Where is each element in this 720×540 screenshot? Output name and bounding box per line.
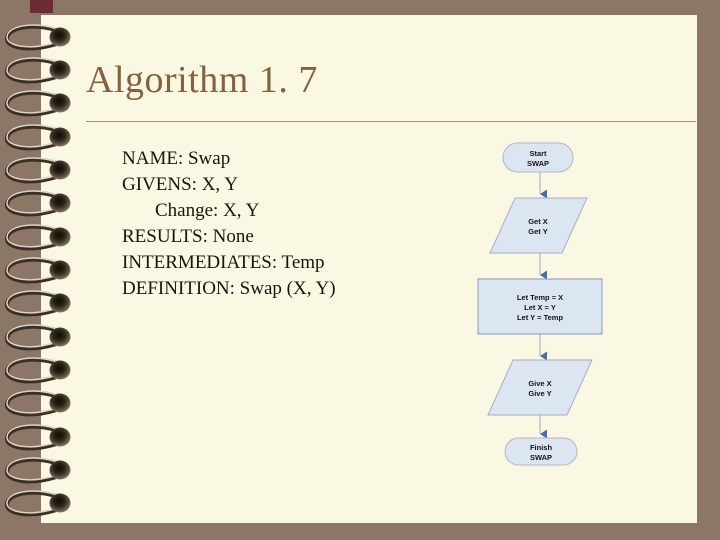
definition-line: Change: X, Y: [155, 200, 260, 221]
svg-text:SWAP: SWAP: [530, 453, 552, 462]
svg-text:Finish: Finish: [530, 443, 553, 452]
notebook-page: [41, 15, 697, 523]
algorithm-definition: NAME: Swap GIVENS: X, Y Change: X, Y RES…: [122, 146, 462, 302]
svg-text:Start: Start: [529, 149, 547, 158]
svg-text:SWAP: SWAP: [527, 159, 549, 168]
svg-text:Let X = Y: Let X = Y: [524, 303, 556, 312]
svg-text:Get X: Get X: [528, 217, 548, 226]
definition-line: NAME: Swap: [122, 148, 231, 169]
accent-rectangle: [30, 0, 53, 13]
flowchart-node-give: Give X Give Y: [487, 359, 593, 416]
flowchart-node-start: Start SWAP: [502, 142, 574, 173]
flowchart-node-get: Get X Get Y: [489, 197, 588, 254]
definition-line: INTERMEDIATES: Temp: [122, 252, 325, 273]
title-divider: [86, 121, 696, 122]
flowchart-node-process: Let Temp = X Let X = Y Let Y = Temp: [477, 278, 603, 335]
definition-line: RESULTS: None: [122, 226, 254, 247]
svg-text:Let Temp = X: Let Temp = X: [517, 293, 563, 302]
svg-text:Let Y = Temp: Let Y = Temp: [517, 313, 563, 322]
slide-title: Algorithm 1. 7: [86, 59, 318, 101]
svg-text:Give X: Give X: [528, 379, 551, 388]
svg-text:Give Y: Give Y: [528, 389, 551, 398]
flowchart-node-finish: Finish SWAP: [504, 437, 578, 466]
definition-line: DEFINITION: Swap (X, Y): [122, 278, 336, 299]
svg-text:Get Y: Get Y: [528, 227, 547, 236]
definition-line: GIVENS: X, Y: [122, 174, 238, 195]
